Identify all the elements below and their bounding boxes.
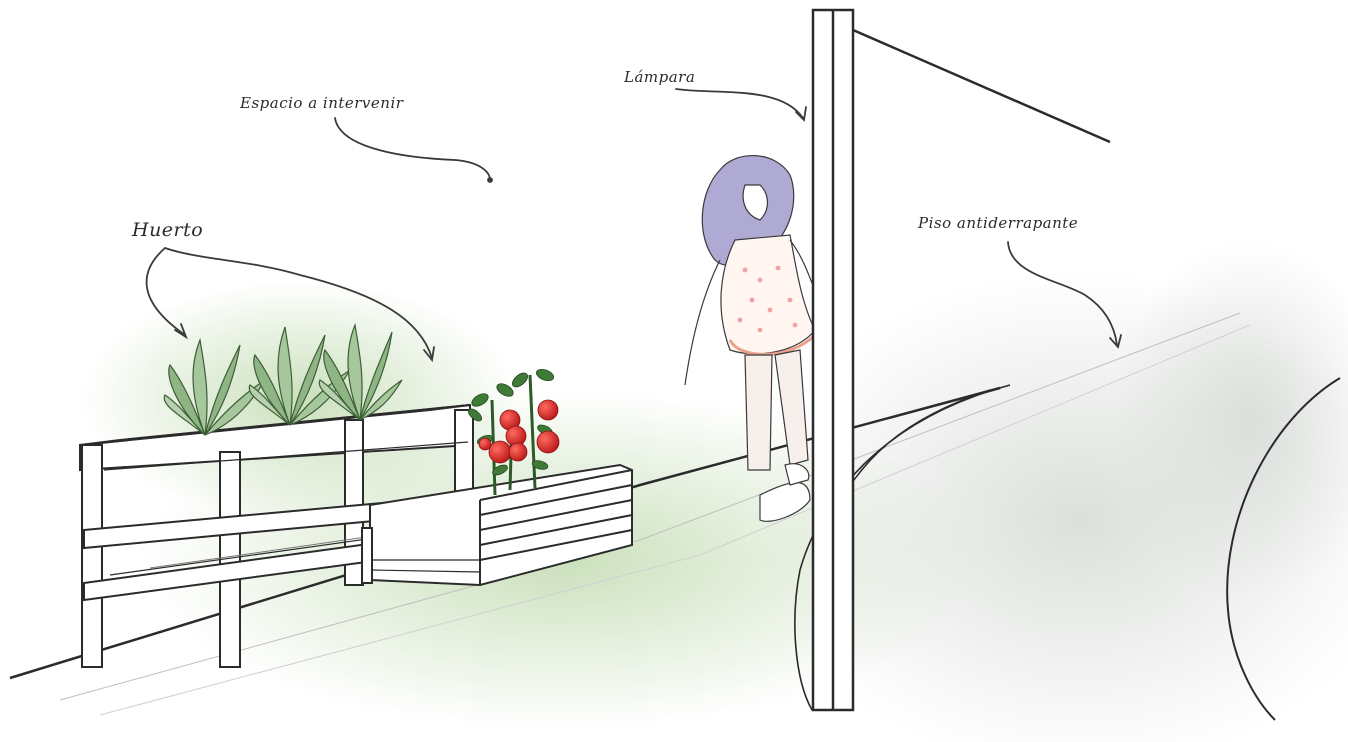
ground-wash [80, 240, 1348, 742]
label-piso-antiderrapante: Piso antiderrapante [918, 214, 1078, 232]
label-espacio-a-intervenir: Espacio a intervenir [240, 94, 403, 112]
label-huerto: Huerto [132, 219, 203, 241]
label-lampara: Lámpara [624, 68, 695, 86]
